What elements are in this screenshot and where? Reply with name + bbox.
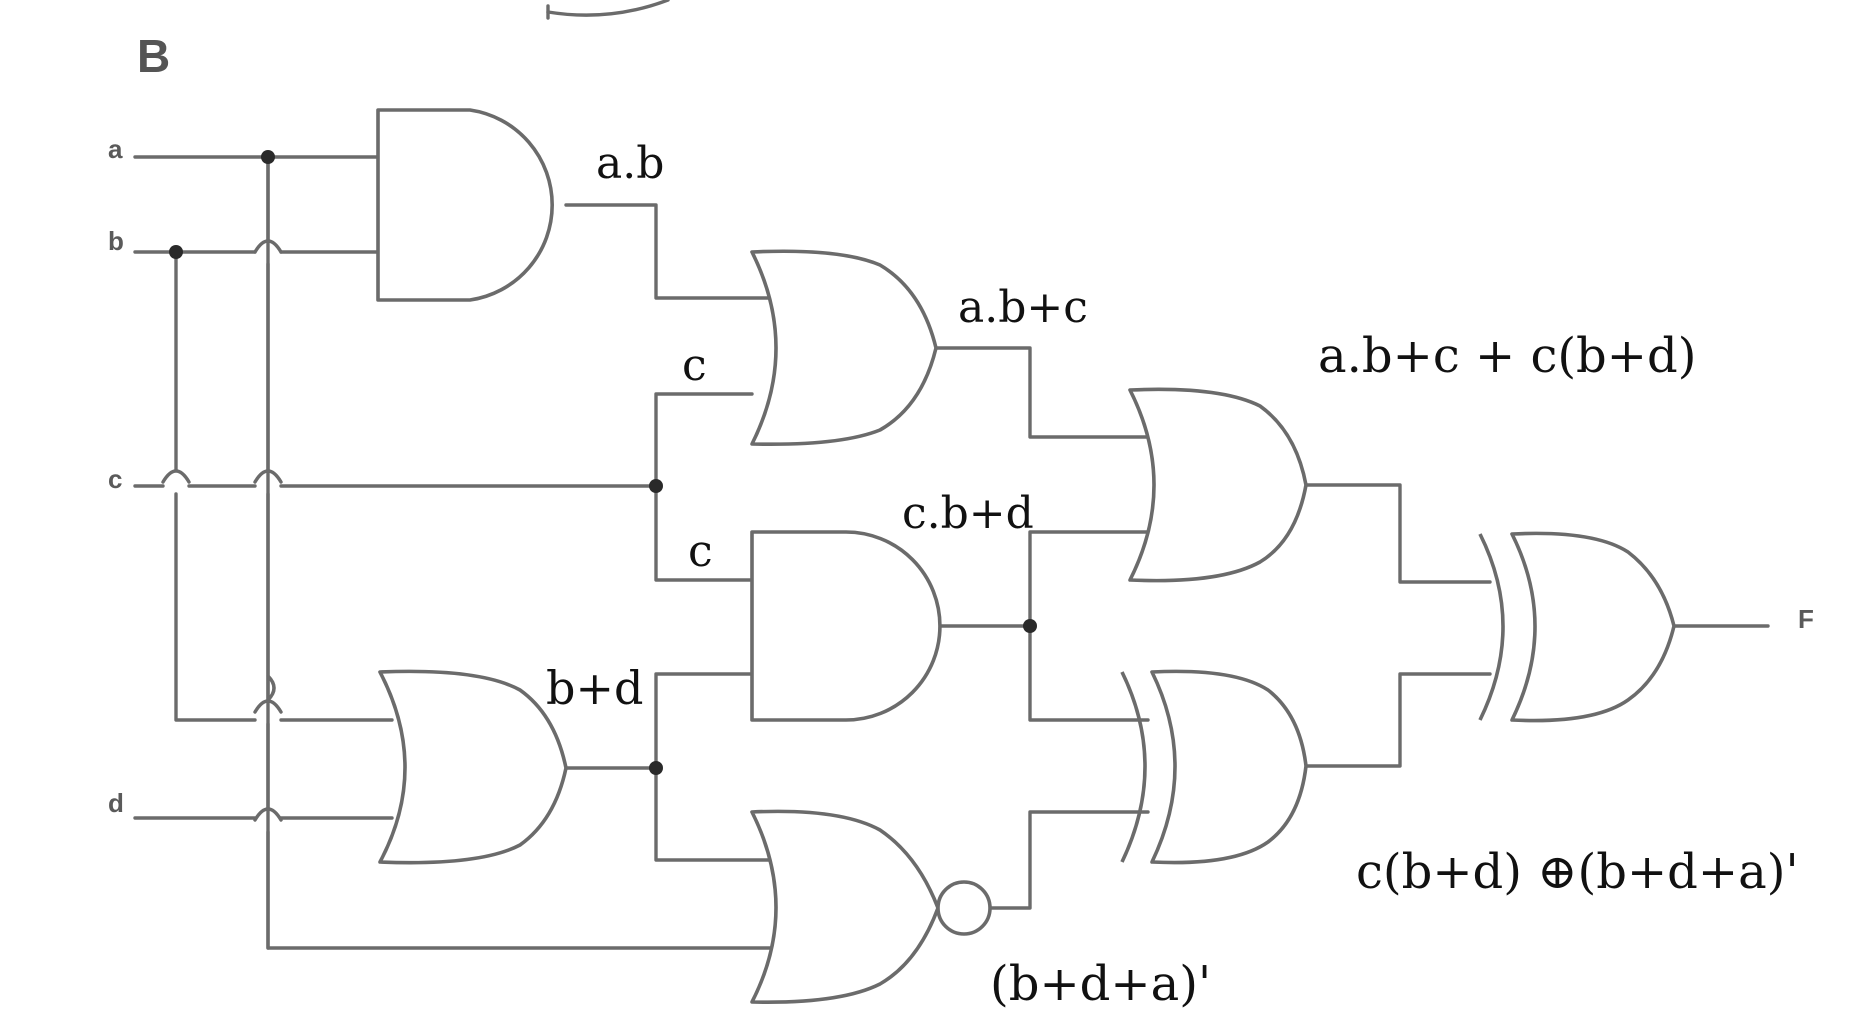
wire-b-bus — [174, 250, 394, 722]
hop-a-or2 — [253, 699, 283, 714]
input-label-b: b — [108, 226, 124, 256]
wire-or2-out — [564, 672, 772, 862]
xor-gate-2-curve — [1478, 533, 1505, 721]
junction-or2 — [649, 761, 663, 775]
input-label-c: c — [108, 464, 122, 494]
junction-c — [649, 479, 663, 493]
wire-or3-out — [1304, 483, 1492, 584]
annotation-xor1-output: c(b+d) ⊕(b+d+a)' — [1356, 844, 1799, 900]
annotation-c-mid: c — [688, 526, 713, 577]
hop-b-c — [161, 469, 191, 484]
or-gate-2 — [378, 669, 568, 865]
xor-gate-1 — [1150, 669, 1308, 865]
diagram-title: B — [137, 30, 170, 82]
annotation-and1-output: a.b — [596, 138, 664, 189]
or-gate-3 — [1128, 387, 1308, 583]
wire-and2-out — [936, 530, 1150, 722]
and-gate-2 — [750, 530, 942, 722]
wire-nor-out — [988, 810, 1150, 910]
annotation-nor-output: (b+d+a)' — [990, 956, 1211, 1012]
wire-xor1-out — [1304, 672, 1492, 768]
annotation-or3-output: a.b+c + c(b+d) — [1318, 328, 1696, 384]
nor-bubble — [936, 880, 992, 936]
hop-a-d — [253, 807, 283, 822]
annotation-and2-output: c.b+d — [902, 488, 1034, 539]
annotation-or2-output: b+d — [546, 661, 643, 715]
junction-b — [169, 245, 183, 259]
junction-and2 — [1023, 619, 1037, 633]
wire-or1-out — [934, 346, 1150, 439]
wire-c-branches — [654, 392, 754, 582]
input-label-a: a — [108, 134, 123, 164]
annotation-or1-output: a.b+c — [958, 282, 1088, 333]
and-gate-1 — [376, 108, 554, 302]
xor-gate-1-curve — [1120, 671, 1147, 863]
nor-gate — [750, 809, 940, 1004]
output-label-f: F — [1798, 604, 1814, 634]
input-label-d: d — [108, 788, 124, 818]
xor-gate-2 — [1510, 531, 1676, 723]
hop-a-b — [253, 239, 283, 254]
hop-a-c — [253, 469, 283, 484]
or-gate-1 — [750, 249, 938, 447]
wire-and1-out — [564, 203, 772, 300]
cropped-gate-fragment — [546, 0, 670, 17]
junction-a — [261, 150, 275, 164]
annotation-c-top: c — [682, 340, 707, 391]
